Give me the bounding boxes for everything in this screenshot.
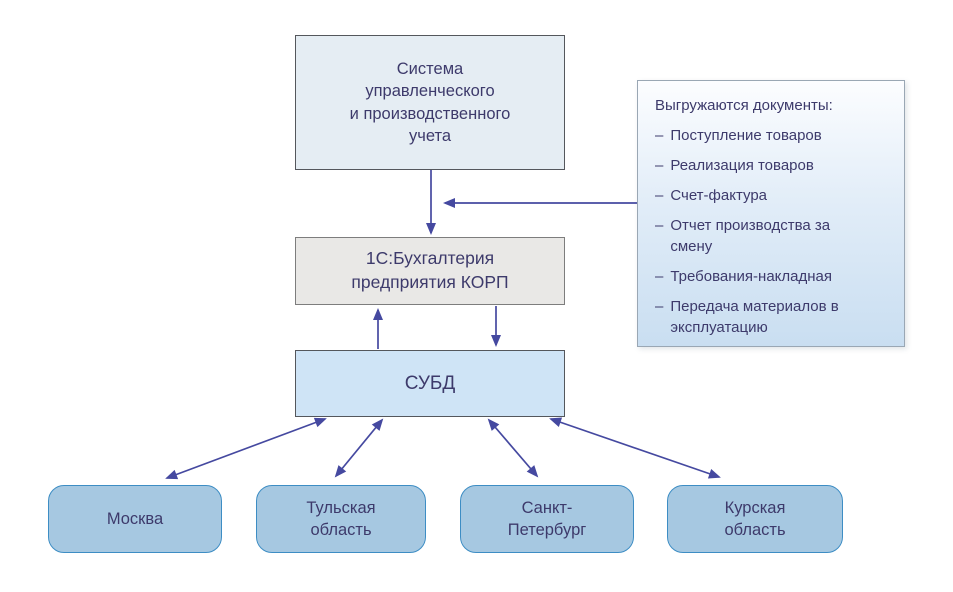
region-node-label: Тульская область: [306, 498, 376, 539]
system-box: Система управленческого и производственн…: [295, 35, 565, 170]
region-node-label: Санкт- Петербург: [507, 498, 587, 539]
list-item: – Передача материалов в эксплуатацию: [655, 296, 890, 338]
exported-documents-title: Выгружаются документы:: [655, 97, 833, 114]
dbms-box: СУБД: [295, 350, 565, 417]
dash-bullet: –: [655, 157, 664, 174]
exported-documents-panel: Выгружаются документы: – Поступление тов…: [637, 80, 905, 347]
arrow-dbms-spb: [487, 418, 539, 478]
list-item-label: Требования-накладная: [670, 268, 832, 285]
region-node-label: Москва: [106, 509, 164, 528]
arrow-dbms-tula: [334, 418, 384, 478]
list-item-label: Счет-фактура: [670, 187, 768, 204]
region-node-tula-oblast: Тульская область: [256, 485, 426, 553]
accounting-1c-box-label: 1С:Бухгалтерия предприятия КОРП: [351, 248, 509, 292]
region-node-saint-petersburg: Санкт- Петербург: [460, 485, 634, 553]
list-item: – Реализация товаров: [655, 155, 890, 176]
arrow-dbms-moscow: [165, 417, 327, 480]
arrow-dbms-kursk: [549, 417, 721, 479]
list-item: – Отчет производства за смену: [655, 215, 890, 257]
accounting-1c-box: 1С:Бухгалтерия предприятия КОРП: [295, 237, 565, 305]
system-box-label: Система управленческого и производственн…: [349, 59, 511, 145]
list-item-label: Реализация товаров: [670, 157, 814, 174]
list-item-label: Отчет производства за смену: [670, 217, 831, 255]
dash-bullet: –: [655, 298, 664, 315]
exported-documents-list: – Поступление товаров – Реализация товар…: [655, 125, 890, 338]
region-node-moscow: Москва: [48, 485, 222, 553]
dash-bullet: –: [655, 217, 664, 234]
region-node-kursk-oblast: Курская область: [667, 485, 843, 553]
dbms-box-label: СУБД: [404, 372, 456, 394]
list-item: – Поступление товаров: [655, 125, 890, 146]
list-item: – Требования-накладная: [655, 266, 890, 287]
dash-bullet: –: [655, 268, 664, 285]
dash-bullet: –: [655, 187, 664, 204]
list-item: – Счет-фактура: [655, 185, 890, 206]
region-node-label: Курская область: [724, 498, 786, 539]
list-item-label: Передача материалов в эксплуатацию: [670, 298, 839, 336]
dash-bullet: –: [655, 127, 664, 144]
list-item-label: Поступление товаров: [670, 127, 822, 144]
